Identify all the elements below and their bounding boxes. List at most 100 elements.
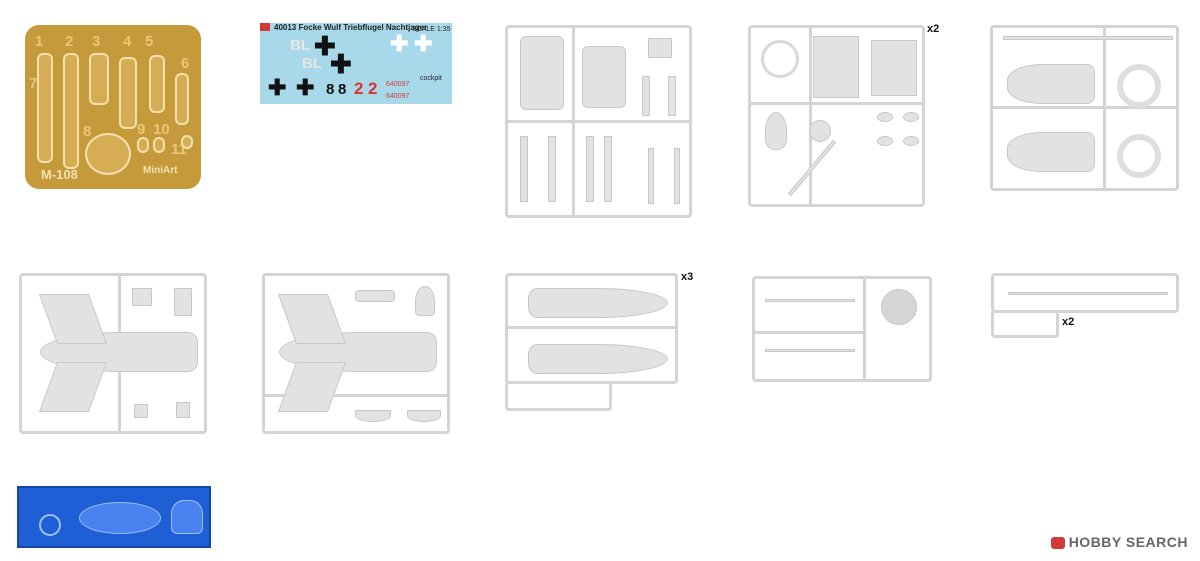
kit-part xyxy=(674,148,680,204)
clear-ring-part xyxy=(39,514,61,536)
sprue-frame xyxy=(752,276,932,382)
kit-part xyxy=(174,288,192,316)
pe-number: 9 xyxy=(137,121,146,138)
pe-label: M-108 xyxy=(41,167,78,182)
kit-part xyxy=(520,36,564,110)
dome-part xyxy=(881,289,917,325)
pe-small-part xyxy=(153,137,165,153)
fin-part xyxy=(38,294,108,344)
pe-small-part xyxy=(181,135,193,149)
marking-bl: BL xyxy=(302,55,322,72)
decal-title: 40013 Focke Wulf Triebflugel Nachtjager xyxy=(274,23,428,32)
kit-part xyxy=(903,136,919,146)
multiplier-label: x2 xyxy=(927,23,940,35)
seatbelt-strap xyxy=(119,57,137,129)
sprue-frame xyxy=(262,273,450,434)
multiplier-label: x3 xyxy=(681,271,694,283)
kit-part xyxy=(765,349,855,352)
sprue-runner xyxy=(508,120,689,123)
engine-cowl-part xyxy=(1007,64,1095,104)
kit-part xyxy=(648,38,672,58)
balkenkreuz-icon: ✚ xyxy=(314,31,336,61)
pe-ring-part xyxy=(85,133,131,175)
decal-sheet: 40013 Focke Wulf Triebflugel Nachtjager … xyxy=(260,23,452,104)
photo-etch-fret: 1 2 3 4 5 6 7 8 9 10 11 M-108 MiniArt xyxy=(25,25,201,189)
kit-part xyxy=(548,136,556,202)
pe-number: 6 xyxy=(181,55,190,72)
kit-part xyxy=(1003,36,1173,40)
pe-number: 5 xyxy=(145,33,154,50)
balkenkreuz-icon: ✚ xyxy=(296,75,315,100)
sprue-runner xyxy=(572,28,575,215)
seatbelt-strap xyxy=(149,55,165,113)
serial-number: 640097 xyxy=(386,93,410,100)
pe-brand: MiniArt xyxy=(143,165,178,176)
canopy-part xyxy=(79,502,161,534)
pe-number: 10 xyxy=(153,121,170,138)
sprue-runner xyxy=(755,331,863,334)
decal-scale: SCALE 1:35 xyxy=(412,26,451,33)
brand-flag xyxy=(260,23,270,31)
sprue-frame xyxy=(19,273,207,434)
kit-part xyxy=(765,112,787,150)
wing-part xyxy=(871,40,917,96)
marking-number: 8 xyxy=(326,81,335,98)
fin-part xyxy=(277,294,347,344)
sprue-runner xyxy=(809,28,812,204)
sprue-runner xyxy=(751,102,922,105)
sprue-frame xyxy=(990,25,1179,191)
logo-icon xyxy=(1050,537,1065,550)
logo-text: HOBBY SEARCH xyxy=(1068,534,1188,550)
sprue-extension xyxy=(991,310,1059,338)
fin-part xyxy=(38,362,108,412)
kit-part xyxy=(407,410,441,422)
sprue-runner xyxy=(1103,28,1106,188)
seatbelt-strap xyxy=(37,53,53,163)
kit-part xyxy=(415,286,435,316)
pe-number: 3 xyxy=(92,33,101,50)
pe-number: 1 xyxy=(35,33,44,50)
ring-part xyxy=(1117,134,1161,178)
marking-number-red: 2 xyxy=(354,79,364,98)
kit-part xyxy=(176,402,190,418)
pe-number: 8 xyxy=(83,123,92,140)
hobby-search-logo: HOBBY SEARCH xyxy=(1050,534,1188,550)
kit-part xyxy=(520,136,528,202)
sprue-extension xyxy=(505,381,612,411)
cockpit-label: cockpit xyxy=(420,75,442,82)
kit-part xyxy=(604,136,612,202)
kit-part xyxy=(132,288,152,306)
multiplier-label: x2 xyxy=(1062,316,1075,328)
fuselage-half-part xyxy=(528,288,668,318)
balkenkreuz-icon: ✚ xyxy=(330,49,352,79)
kit-part xyxy=(586,136,594,202)
marking-number: 8 xyxy=(338,81,347,98)
kit-part xyxy=(582,46,626,108)
kit-part xyxy=(877,112,893,122)
pe-small-part xyxy=(137,137,149,153)
marking-bl: BL xyxy=(290,37,310,54)
sprue-runner xyxy=(863,279,866,379)
kit-part xyxy=(877,136,893,146)
pe-number: 2 xyxy=(65,33,74,50)
kit-part xyxy=(668,76,676,116)
serial-number: 640097 xyxy=(386,81,410,88)
sprue-frame xyxy=(748,25,925,207)
wing-part xyxy=(813,36,859,98)
kit-part xyxy=(787,139,837,197)
seatbelt-buckle xyxy=(89,53,109,105)
sprue-frame xyxy=(505,273,678,384)
kit-part xyxy=(642,76,650,116)
pe-number: 4 xyxy=(123,33,132,50)
kit-part xyxy=(355,290,395,302)
sprue-runner xyxy=(993,106,1176,109)
kit-part xyxy=(1008,292,1168,295)
sprue-frame xyxy=(505,25,692,218)
sprue-frame xyxy=(991,273,1179,313)
kit-part xyxy=(648,148,654,204)
kit-part xyxy=(134,404,148,418)
balkenkreuz-icon: ✚ xyxy=(268,75,287,100)
seatbelt-strap xyxy=(63,53,79,169)
kit-part xyxy=(355,410,391,422)
kit-part xyxy=(903,112,919,122)
